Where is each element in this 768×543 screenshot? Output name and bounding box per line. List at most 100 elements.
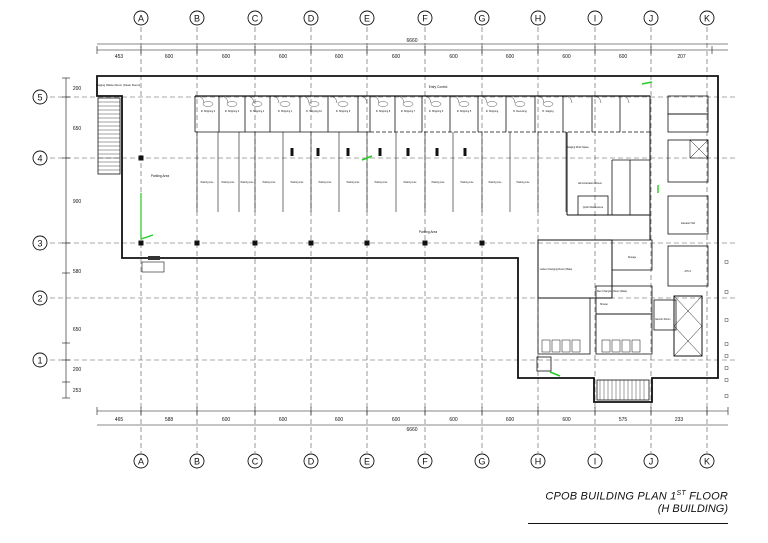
grid-bubble-label: F xyxy=(422,457,428,467)
grid-bubble-label: I xyxy=(594,14,597,24)
edge-marker xyxy=(724,354,729,358)
label-shipping: R. Shipping xyxy=(486,110,499,113)
label-shipping: R. Shipping 3 xyxy=(225,110,240,113)
elevator xyxy=(689,139,709,159)
entry-vestibule xyxy=(536,356,552,372)
label-staging-work: Staging Work Space xyxy=(567,146,589,149)
column xyxy=(364,240,370,246)
dim-top-segment: 600 xyxy=(279,54,288,60)
dim-bottom-total: 6660 xyxy=(406,427,417,433)
label-parking-line: Parking Line xyxy=(291,181,304,184)
room-tag xyxy=(542,101,554,107)
dim-bottom-segment: 600 xyxy=(562,417,571,423)
dim-bottom-segment: 600 xyxy=(449,417,458,423)
stall xyxy=(611,339,621,353)
door-swing xyxy=(329,95,338,104)
route-marker xyxy=(549,371,561,377)
small-box-fill xyxy=(148,256,160,260)
door-swing xyxy=(536,95,545,104)
dim-bottom-segment: 600 xyxy=(335,417,344,423)
grid-bubble-label: G xyxy=(478,14,485,24)
grid-bubble-top xyxy=(247,10,263,26)
grid-bubble-label: E xyxy=(364,14,370,24)
equipment xyxy=(290,148,294,156)
label-shipping: R. Shipping 7 xyxy=(401,110,416,113)
label-parking-line: Parking Line xyxy=(347,181,360,184)
door-swing xyxy=(371,95,380,104)
label-parking-line: Parking Line xyxy=(222,181,235,184)
room-labels: Staging Waste Room (Clean Room)Entry Con… xyxy=(96,83,695,321)
dim-top-segment: 600 xyxy=(335,54,344,60)
grid-bubble-label: B xyxy=(194,457,200,467)
grid-bubble-label: G xyxy=(478,457,485,467)
label-shipping: R. Shipping 4 xyxy=(201,110,216,113)
room-tag xyxy=(458,101,470,107)
label-shipping: R. Receiving xyxy=(513,110,527,113)
label-shower: Shower xyxy=(600,303,608,306)
column xyxy=(194,240,200,246)
storage-room xyxy=(611,239,653,271)
grid-bubble-label: H xyxy=(535,14,542,24)
door-swing xyxy=(301,95,310,104)
grid-bubble-label: A xyxy=(138,14,144,24)
dim-top-segment: 600 xyxy=(392,54,401,60)
shaft xyxy=(673,295,703,357)
grid-bubble-top xyxy=(133,10,149,26)
grid-bubble-label: D xyxy=(308,14,315,24)
grid-bubble-label: 1 xyxy=(37,356,42,366)
room-tag xyxy=(308,101,320,107)
grid-bubble-bottom xyxy=(359,453,375,469)
grid-bubble-label: K xyxy=(704,457,710,467)
grid-bubble-bottom xyxy=(699,453,715,469)
locker-room xyxy=(595,313,653,355)
grid-bubble-left xyxy=(32,89,48,105)
label-parking-area: Parking Area xyxy=(419,230,437,234)
edge-marker xyxy=(724,378,729,382)
stall xyxy=(571,339,581,353)
dim-top-segment: 600 xyxy=(619,54,628,60)
equipment xyxy=(463,148,467,156)
edge-marker xyxy=(724,260,729,264)
stall xyxy=(621,339,631,353)
grid-bubble-label: J xyxy=(649,14,654,24)
grid-bubble-bottom xyxy=(530,453,546,469)
grid-bubble-top xyxy=(359,10,375,26)
door-swing xyxy=(246,95,255,104)
label-parking-line: Parking Line xyxy=(263,181,276,184)
route-marker xyxy=(641,81,653,85)
edge-marker xyxy=(724,394,729,398)
room-tag xyxy=(377,101,389,107)
stall xyxy=(601,339,611,353)
column xyxy=(138,155,144,161)
grid-bubble-label: J xyxy=(649,457,654,467)
grid-bubble-label: F xyxy=(422,14,428,24)
dim-left-segment: 650 xyxy=(73,126,82,132)
small-box xyxy=(141,261,165,273)
label-parking-line: Parking Line xyxy=(404,181,417,184)
label-shipping: R. Shipping 6 xyxy=(429,110,444,113)
dim-left-segment: 580 xyxy=(73,269,82,275)
stair-bottom xyxy=(596,379,650,401)
dim-top-total: 6660 xyxy=(406,38,417,44)
door-swing xyxy=(396,95,405,104)
label-shipping: R. Shipping 9 xyxy=(336,110,351,113)
walls xyxy=(96,75,719,403)
grid-bubble-bottom xyxy=(303,453,319,469)
grid-bubble-bottom xyxy=(474,453,490,469)
grid-bubble-label: I xyxy=(594,457,597,467)
door-swing xyxy=(271,95,280,104)
edge-marker xyxy=(724,342,729,346)
room-tag xyxy=(337,101,349,107)
plan-title: CPOB BUILDING PLAN 1ST FLOOR xyxy=(545,490,728,503)
column xyxy=(479,240,485,246)
label-parking-line: Parking Line xyxy=(375,181,388,184)
side-room xyxy=(667,195,709,235)
room-tag xyxy=(430,101,442,107)
quick-maint-room xyxy=(577,195,609,216)
label-staging: Staging Waste Room (Clean Room) xyxy=(96,83,141,87)
dim-top-segment: 207 xyxy=(677,54,686,60)
grid-bubble-bottom xyxy=(587,453,603,469)
column xyxy=(252,240,258,246)
